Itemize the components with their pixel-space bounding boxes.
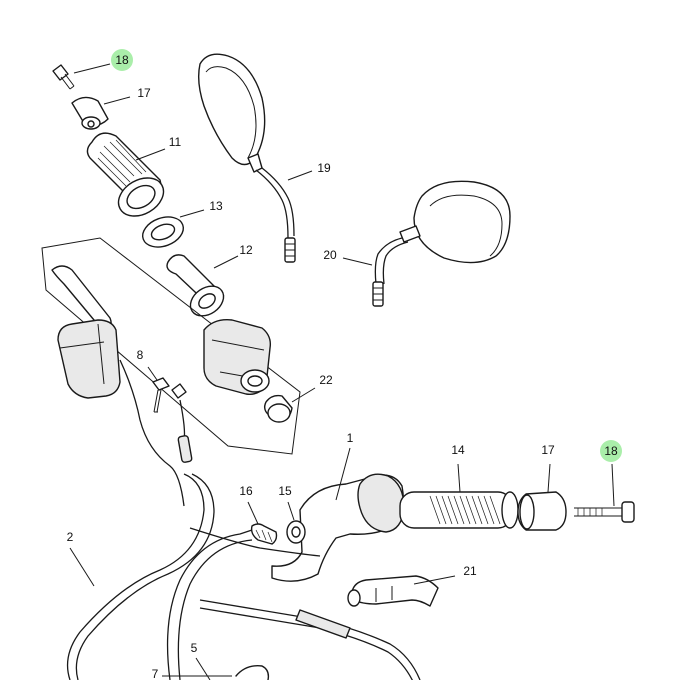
mirror-20 — [372, 180, 511, 307]
callout-label: 14 — [451, 443, 465, 457]
cable-2 — [66, 359, 215, 680]
washer-13 — [141, 216, 185, 248]
callout-c1: 1 — [347, 431, 354, 445]
callout-label: 12 — [239, 243, 253, 257]
callout-label: 20 — [323, 248, 337, 262]
screw-16 — [250, 523, 278, 545]
washer-15 — [286, 520, 306, 544]
callout-c15: 15 — [278, 484, 292, 498]
throttle-tube-12 — [166, 254, 225, 317]
part-7-fitting — [235, 665, 270, 680]
cable-5 — [166, 527, 421, 680]
callout-c17b: 17 — [541, 443, 555, 457]
callout-c12: 12 — [239, 243, 253, 257]
callout-c22: 22 — [319, 373, 333, 387]
callout-c2: 2 — [67, 530, 74, 544]
callout-label: 18 — [115, 53, 129, 67]
part-21 — [347, 575, 439, 607]
left-switch-housing — [57, 319, 121, 399]
callout-label: 17 — [541, 443, 555, 457]
callout-c19: 19 — [317, 161, 331, 175]
callout-c5: 5 — [191, 641, 198, 655]
callout-label: 18 — [604, 444, 618, 458]
callout-c16: 16 — [239, 484, 253, 498]
callout-label: 5 — [191, 641, 198, 655]
callout-label: 15 — [278, 484, 292, 498]
grip-14-right — [399, 491, 519, 529]
callout-label: 13 — [209, 199, 223, 213]
collar-22 — [263, 394, 293, 423]
assembly-outline — [41, 237, 301, 455]
callout-c17a: 17 — [137, 86, 151, 100]
callout-label: 11 — [169, 135, 182, 149]
switch-block — [203, 319, 272, 396]
callout-label: 1 — [347, 431, 354, 445]
callout-label: 2 — [67, 530, 74, 544]
callout-c13: 13 — [209, 199, 223, 213]
callout-c11: 11 — [169, 135, 182, 149]
callout-label: 8 — [137, 348, 144, 362]
callout-label: 16 — [239, 484, 253, 498]
callout-c21: 21 — [463, 564, 477, 578]
callout-c8: 8 — [137, 348, 144, 362]
callout-c7: 7 — [152, 667, 159, 680]
callout-c18a: 18 — [111, 49, 133, 71]
mirror-19 — [197, 53, 296, 263]
callout-highlight — [111, 49, 133, 71]
bar-end-17-left — [71, 96, 109, 130]
callout-c18b: 18 — [600, 440, 622, 462]
callout-label: 21 — [463, 564, 477, 578]
bolt-18-left — [52, 64, 75, 90]
callout-label: 17 — [137, 86, 151, 100]
callout-label: 7 — [152, 667, 159, 680]
cable-end-fitting — [171, 383, 193, 463]
bolt-18-right — [574, 501, 635, 523]
callout-c20: 20 — [323, 248, 337, 262]
grip-11-left — [86, 132, 165, 217]
callout-highlight — [600, 440, 622, 462]
screw-8 — [152, 377, 170, 413]
bar-end-17-right — [517, 491, 567, 531]
callout-label: 19 — [317, 161, 331, 175]
callout-label: 22 — [319, 373, 333, 387]
callout-c14: 14 — [451, 443, 465, 457]
